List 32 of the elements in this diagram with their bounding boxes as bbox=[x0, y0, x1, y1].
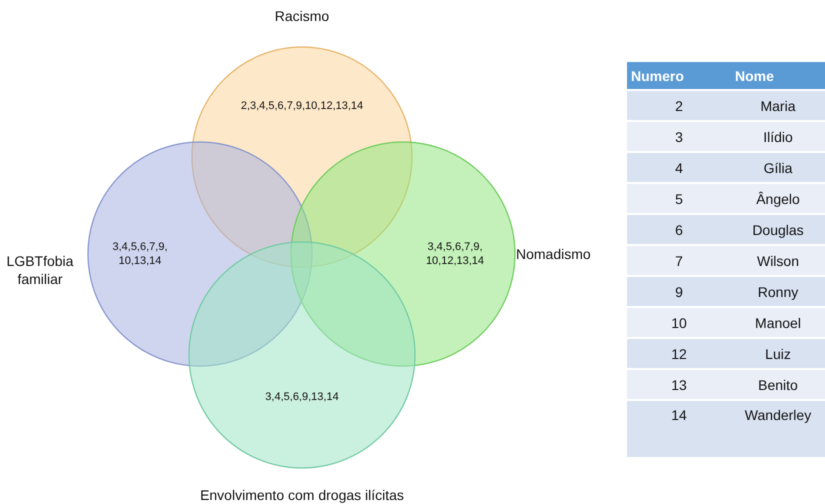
table-cell: Ronny bbox=[758, 284, 798, 300]
table-cell: 7 bbox=[675, 252, 683, 268]
table-cell: Wanderley bbox=[744, 407, 812, 423]
set-label: Racismo bbox=[274, 7, 330, 25]
table-cell: 5 bbox=[675, 190, 683, 206]
table-cell: Ângelo bbox=[756, 190, 800, 206]
set-label: LGBTfobia familiar bbox=[6, 252, 74, 288]
table-cell: Ilídio bbox=[763, 128, 793, 144]
table-cell: 12 bbox=[671, 346, 687, 362]
table-cell: Gília bbox=[764, 160, 792, 176]
table-cell: 14 bbox=[671, 407, 687, 423]
table-cell: 13 bbox=[671, 376, 687, 392]
table-cell: 9 bbox=[675, 284, 683, 300]
table-cell: Benito bbox=[758, 376, 798, 392]
table-cell: 6 bbox=[675, 222, 683, 238]
column-header: Numero bbox=[631, 68, 684, 84]
table-cell: Luiz bbox=[765, 346, 791, 362]
table-cell: Douglas bbox=[752, 222, 804, 238]
table-cell: 10 bbox=[671, 314, 687, 330]
set-label: Nomadismo bbox=[516, 245, 592, 263]
table-cell: Wilson bbox=[756, 252, 799, 268]
set-label: Envolvimento com drogas ilícitas bbox=[199, 486, 405, 504]
member-numbers: 3,4,5,6,7,9, 10,13,14 bbox=[111, 240, 169, 268]
table-cell: Manoel bbox=[755, 314, 801, 330]
column-header: Nome bbox=[735, 68, 774, 84]
member-numbers: 2,3,4,5,6,7,9,10,12,13,14 bbox=[240, 99, 364, 113]
table-cell: 3 bbox=[675, 128, 683, 144]
member-numbers: 3,4,5,6,9,13,14 bbox=[264, 390, 340, 404]
member-numbers: 3,4,5,6,7,9, 10,12,13,14 bbox=[424, 240, 486, 268]
table-cell: 2 bbox=[675, 98, 683, 114]
table-cell: Maria bbox=[760, 98, 796, 114]
table-cell: 4 bbox=[675, 160, 683, 176]
